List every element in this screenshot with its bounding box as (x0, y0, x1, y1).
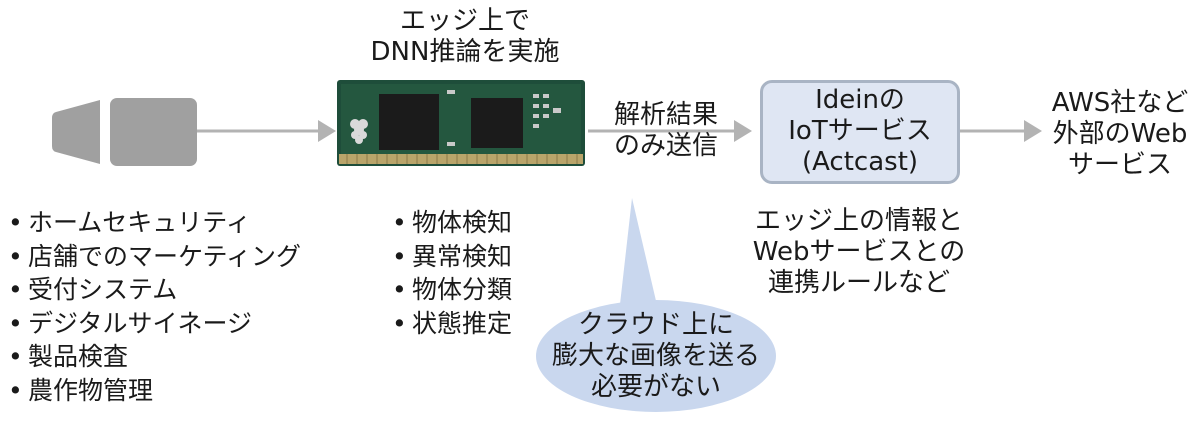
list-item: •状態推定 (392, 308, 513, 338)
edge-task-list: •物体検知 •異常検知 •物体分類 •状態推定 (392, 206, 512, 340)
list-item: •物体分類 (392, 275, 513, 304)
edge-title-line-1: エッジ上で (399, 6, 530, 36)
board-chip-memory (471, 98, 523, 148)
callout-line-1: クラウド上に (577, 310, 734, 340)
service-description: エッジ上の情報と Webサービスとの 連携ルールなど (728, 206, 990, 299)
bubble-tail-shape (618, 198, 660, 322)
camera-icon (52, 98, 197, 166)
use-case-list: •ホームセキュリティ •店舗でのマーケティング •受付システム •デジタルサイネ… (8, 206, 301, 407)
external-line-1: AWS社など (1051, 88, 1189, 118)
send-line-1: 解析結果 (613, 100, 718, 130)
send-label: 解析結果 のみ送信 (596, 100, 736, 162)
list-item: •受付システム (8, 275, 178, 304)
callout-line-2: 膨大な画像を送る (551, 341, 760, 371)
arrowhead-3 (1024, 120, 1042, 142)
service-box (760, 80, 960, 184)
service-desc-line-1: エッジ上の情報と (754, 206, 963, 236)
camera-body (110, 98, 197, 166)
list-item: •製品検査 (8, 342, 129, 371)
edge-title: エッジ上で DNN推論を実施 (345, 6, 585, 68)
raspberry-pi-logo-icon (350, 119, 368, 144)
external-service-label: AWS社など 外部のWeb サービス (1040, 88, 1200, 181)
callout-text: クラウド上に 膨大な画像を送る 必要がない (536, 310, 776, 403)
external-line-3: サービス (1067, 150, 1172, 180)
list-item: •異常検知 (392, 241, 513, 271)
callout-line-3: 必要がない (590, 372, 721, 402)
service-line-3: (Actcast) (801, 147, 919, 177)
compute-module-board-icon (337, 80, 585, 166)
arrowhead-1 (318, 120, 336, 142)
service-box-text: Ideinの IoTサービス (Actcast) (760, 85, 960, 178)
service-desc-line-2: Webサービスとの (752, 237, 966, 267)
send-line-2: のみ送信 (613, 131, 718, 161)
external-line-2: 外部のWeb (1052, 119, 1188, 149)
callout-bubble (536, 300, 776, 412)
arrowhead-2 (734, 120, 752, 142)
edge-connector (339, 154, 583, 164)
list-item: •農作物管理 (8, 375, 154, 405)
list-item: •物体検知 (392, 208, 513, 237)
service-line-2: IoTサービス (788, 116, 932, 146)
edge-title-line-2: DNN推論を実施 (370, 37, 560, 67)
camera-lens (52, 100, 100, 164)
service-line-1: Ideinの (815, 85, 905, 115)
list-item: •ホームセキュリティ (8, 208, 251, 237)
list-item: •デジタルサイネージ (8, 308, 253, 338)
board-chip-main (379, 94, 439, 150)
service-desc-line-3: 連携ルールなど (767, 268, 950, 298)
list-item: •店舗でのマーケティング (8, 241, 302, 271)
